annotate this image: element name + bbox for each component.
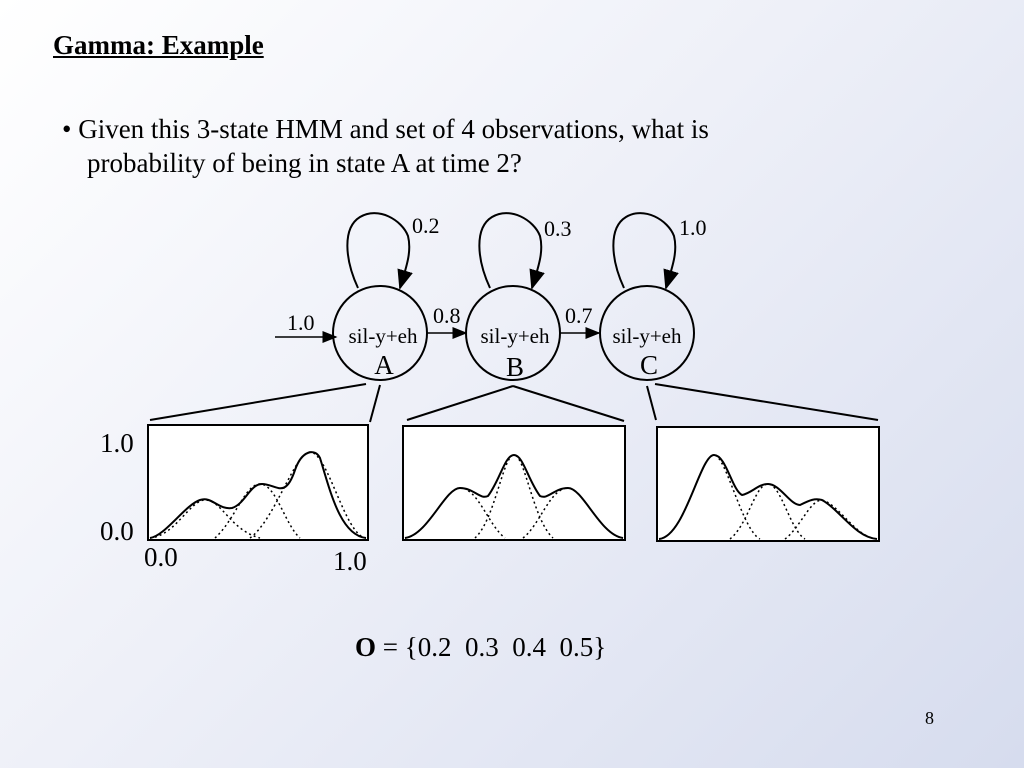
transition-b-c-prob: 0.7 bbox=[565, 303, 593, 328]
state-a: 0.2 sil-y+eh A bbox=[332, 212, 440, 381]
connector-b-right bbox=[512, 385, 625, 422]
connector-a-left bbox=[149, 383, 367, 421]
self-loop-a-prob: 0.2 bbox=[412, 213, 440, 238]
x-axis-min-label: 0.0 bbox=[144, 542, 178, 572]
connector-a-right bbox=[369, 384, 381, 423]
distribution-b-components bbox=[404, 454, 624, 539]
connector-c-right bbox=[654, 383, 879, 421]
distribution-a bbox=[147, 424, 369, 541]
page-number: 8 bbox=[925, 708, 934, 728]
question-bullet: • Given this 3-state HMM and set of 4 ob… bbox=[62, 112, 942, 180]
state-b-label: sil-y+eh bbox=[481, 324, 550, 348]
bullet-line-1: Given this 3-state HMM and set of 4 obse… bbox=[78, 114, 709, 144]
slide-title: Gamma: Example bbox=[53, 30, 264, 60]
distribution-a-components bbox=[149, 451, 367, 539]
state-b-id: B bbox=[506, 352, 524, 382]
self-loop-c-prob: 1.0 bbox=[679, 215, 707, 240]
self-loop-b-prob: 0.3 bbox=[544, 216, 572, 241]
distribution-b-box bbox=[402, 425, 626, 541]
observation-symbol: O bbox=[355, 632, 377, 662]
state-c-label: sil-y+eh bbox=[613, 324, 682, 348]
entry-prob-label: 1.0 bbox=[287, 310, 315, 335]
state-a-label: sil-y+eh bbox=[349, 324, 418, 348]
state-c-id: C bbox=[640, 350, 658, 380]
y-axis-max-label: 1.0 bbox=[100, 428, 134, 458]
distribution-a-curve bbox=[149, 451, 367, 539]
bullet-line-2: probability of being in state A at time … bbox=[87, 148, 522, 178]
y-axis-min-label: 0.0 bbox=[100, 516, 134, 546]
state-c: 1.0 sil-y+eh C bbox=[599, 212, 707, 381]
self-loop-c bbox=[612, 212, 679, 290]
distribution-c bbox=[656, 426, 880, 542]
distribution-c-components bbox=[658, 454, 878, 540]
state-c-circle bbox=[599, 285, 695, 381]
x-axis-max-label: 1.0 bbox=[333, 546, 367, 576]
state-a-id: A bbox=[374, 350, 394, 380]
distribution-a-box bbox=[147, 424, 369, 541]
connector-c-left bbox=[646, 385, 657, 421]
self-loop-b bbox=[478, 212, 545, 290]
self-loop-a bbox=[346, 212, 413, 290]
observation-values: {0.2 0.3 0.4 0.5} bbox=[404, 632, 607, 662]
transition-a-b-prob: 0.8 bbox=[433, 303, 461, 328]
observation-sequence: O = {0.2 0.3 0.4 0.5} bbox=[355, 632, 606, 663]
bullet-marker: • bbox=[62, 114, 72, 144]
connector-b-left bbox=[406, 385, 514, 421]
distribution-b bbox=[402, 425, 626, 541]
observation-equals: = bbox=[376, 632, 405, 662]
state-b: 0.3 sil-y+eh B bbox=[465, 212, 572, 382]
connector-lines bbox=[149, 383, 879, 423]
